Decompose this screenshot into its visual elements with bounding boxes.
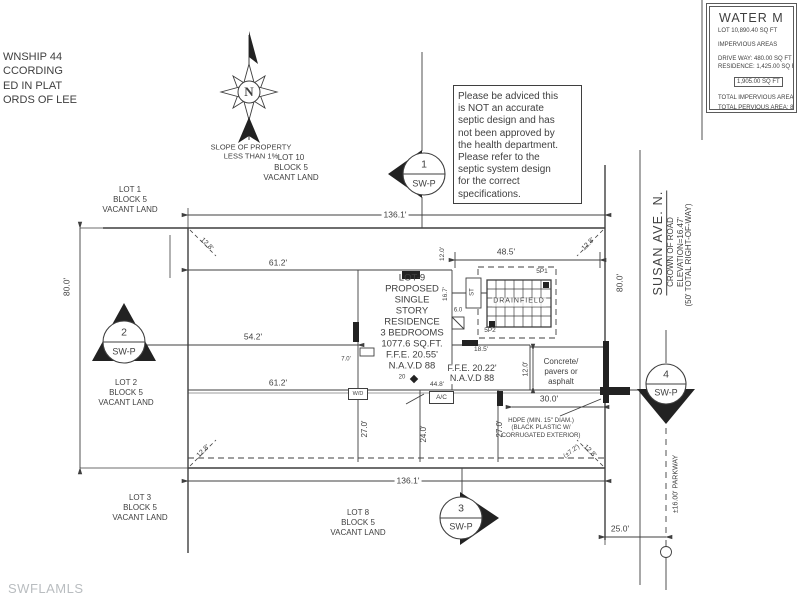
septic-tank-label: ST [469,288,476,296]
house-details [359,316,602,417]
crown-of-road-label: CROWN OF ROAD ELEVATION=16.47' [666,217,685,287]
driveway-material-note: Concrete/ pavers or asphalt [543,357,579,386]
dim-mid-542: 54.2' [243,331,263,342]
survey-marker-graphics [92,150,695,545]
interior-lines [188,270,643,462]
ac-unit-label: A/C [436,394,447,401]
dim-driveway-120: 12.0' [522,361,530,377]
impervious-heading: IMPERVIOUS AREAS [718,42,778,48]
drainfield-label: DRAINFIELD [492,297,546,307]
lot10-label: LOT 10 BLOCK 5 VACANT LAND [263,153,319,182]
total-impervious-line: TOTAL IMPERVIOUS AREA: 1,9 [718,95,794,101]
water-summary-box: WATER M LOT 10,890.40 SQ FT IMPERVIOUS A… [706,3,797,113]
dim-240: 24.0' [419,425,428,443]
dim-120-north: 12.0' [438,247,446,261]
lot1-label: LOT 1 BLOCK 5 VACANT LAND [102,185,158,214]
dim-lower-612: 61.2' [268,377,288,388]
marker2-number: 2 [121,326,127,339]
lot8-label: LOT 8 BLOCK 5 VACANT LAND [330,508,386,537]
dim-drainfield-485: 48.5' [496,246,516,257]
right-of-way-label: (50' TOTAL RIGHT-OF-WAY) [684,203,693,307]
dim-drainfield-167: 16.7' [441,287,449,301]
dim-top-1361: 136.1' [381,209,409,220]
marker4-number: 4 [663,368,669,381]
house-wall-pads [353,271,630,406]
compass-north-letter: N [244,83,254,99]
lot2-label: LOT 2 BLOCK 5 VACANT LAND [98,378,154,407]
lot-area-line: LOT 10,890.40 SQ FT [718,28,778,34]
dim-left-800: 80.0' [61,277,72,297]
water-box-title: WATER M [719,11,784,25]
dim-60: 6.0 [453,307,463,314]
dim-right-800: 80.0' [614,273,625,293]
sp2-label: 5P2 [484,326,496,334]
residence-area-line: RESIDENCE: 1,425.00 SQ FT [718,64,794,70]
plat-reference-note: WNSHIP 44 CCORDING ED IN PLAT ORDS OF LE… [3,51,77,106]
washer-dryer-label: W/D [352,391,364,397]
street-name: SUSAN AVE. N. [651,190,668,296]
dim-448: 44.8' [430,380,444,388]
boundary-extension-lines [80,208,606,545]
dim-270-left: 27.0' [360,420,369,438]
dim-185: 18.5' [474,345,488,353]
mls-watermark: SWFLAMLS [8,581,84,596]
residence-description: LOT-9 PROPOSED SINGLE STORY RESIDENCE 3 … [380,272,444,372]
marker1-number: 1 [421,158,427,171]
parkway-label: ±16.00' PARKWAY [672,454,680,514]
hdpe-culvert-note: HDPE (MIN. 15" DIAM.) (BLACK PLASTIC W/ … [501,416,581,439]
septic-disclaimer-box: Please be adviced this is NOT an accurat… [453,85,582,204]
marker3-label: SW-P [449,521,473,532]
marker2-label: SW-P [112,346,136,357]
spot-elevation-label: 20 [398,374,406,381]
marker4-label: SW-P [654,387,678,398]
lot3-label: LOT 3 BLOCK 5 VACANT LAND [112,493,168,522]
dim-parkway-250: 25.0' [610,523,630,534]
driveway-area-line: DRIVE WAY: 480.00 SQ FT [718,56,792,62]
property-boundary [103,165,606,553]
garage-ffe-label: F.F.E. 20.22' N.A.V.D 88 [445,363,499,384]
septic-disclaimer-text: Please be adviced this is NOT an accurat… [458,91,559,200]
road-lines [639,0,703,590]
dim-driveway-300: 30.0' [539,393,559,404]
dim-70: 7.0' [341,356,351,363]
dim-bottom-1361: 136.1' [394,475,422,486]
compass-rose [219,31,279,143]
marker-leader-lines [421,52,667,496]
slope-note: SLOPE OF PROPERTY LESS THAN 1% [210,142,292,161]
impervious-subtotal: 1,905.00 SQ FT [734,77,783,87]
total-pervious-line: TOTAL PERVIOUS AREA: 8,9 [718,105,794,110]
marker3-number: 3 [458,502,464,515]
dim-upper-612: 61.2' [268,257,288,268]
hdpe-pipe [603,341,609,403]
sp1-label: 5P1 [536,267,548,275]
marker1-label: SW-P [412,178,436,189]
